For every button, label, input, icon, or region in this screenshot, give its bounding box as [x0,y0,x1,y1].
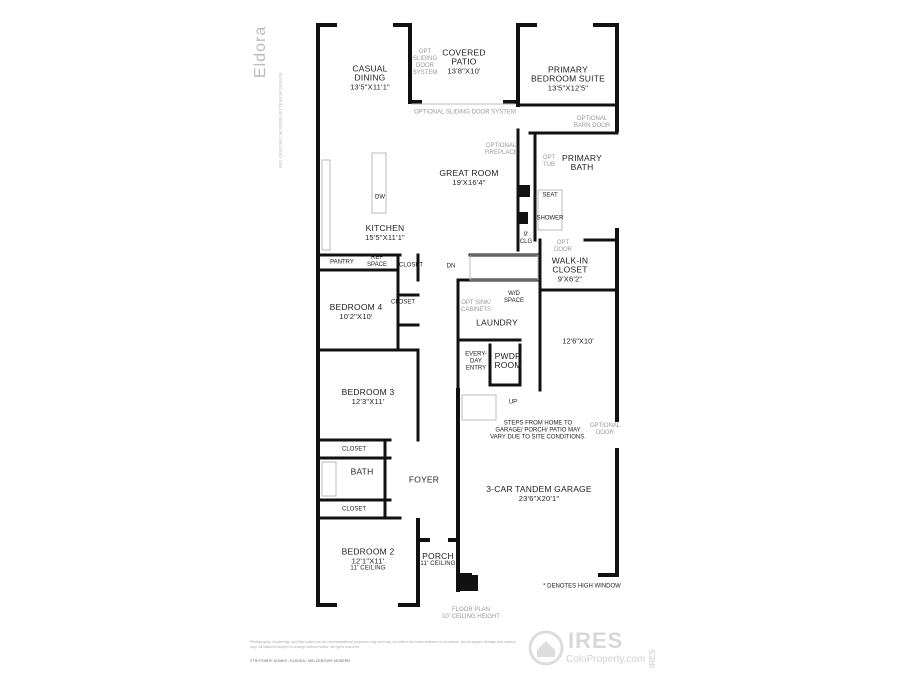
label-pantry: PANTRY [330,259,354,266]
label-down: DN [446,263,456,270]
label-closet: CLOSET [341,506,367,513]
note-high-window: * DENOTES HIGH WINDOW [543,583,621,590]
kitchen-island [371,152,387,214]
label-up: UP [508,399,518,406]
watermark-side: IRES [648,649,657,668]
label-wd-space: W/D SPACE [504,291,524,304]
note-opt-door: OPT DOOR [554,240,572,253]
column [458,575,478,591]
label-closet: CLOSET [390,299,416,306]
copyright: ©TRI POINTE HOMES - ELDORA - MID-CENTURY… [250,659,350,663]
room-primary-bath: PRIMARY BATH [562,153,602,172]
stairs [469,254,539,281]
note-optional-door: OPTIONAL DOOR [589,423,621,436]
label-ref-space: REF SPACE [367,255,387,268]
kitchen-counter [321,159,331,251]
note-steps: STEPS FROM HOME TO GARAGE/ PORCH/ PATIO … [490,420,586,441]
column [518,212,528,224]
note-opt-sink: OPT SINK/ CABINETS [460,300,492,313]
label-closet: CLOSET [341,446,367,453]
bathtub [321,461,337,497]
watermark-logo: IRES ColoProperty.com [528,628,668,670]
room-laundry: LAUNDRY [476,317,518,328]
note-fireplace: OPTIONAL FIREPLACE [484,143,518,156]
column [518,185,530,197]
shower [537,189,563,231]
note-opt-tub: OPT TUB [542,155,556,168]
disclaimer: Photographs, renderings, and floor plans… [250,640,516,649]
room-bath: BATH [350,466,374,477]
label-dishwasher: DW [375,194,385,201]
garage-steps [461,394,497,421]
label-closet: CLOSET [398,262,424,269]
garage-extension-dim: 12'6"X10' [562,336,594,346]
note-optional-sliding: OPTIONAL SLIDING DOOR SYSTEM [414,109,516,116]
label-ceiling-9: 9' CLG [519,232,533,245]
house-logo-icon [528,630,564,666]
label-seat: SEAT [542,192,558,199]
note-opt-sliding: OPT SLIDING DOOR SYSTEM [412,49,438,76]
room-powder-room: PWDR ROOM [494,351,522,370]
room-foyer: FOYER [408,474,440,485]
label-shower: SHOWER [536,215,564,222]
label-everyday-entry: EVERY- DAY ENTRY [465,351,487,372]
note-barn-door: OPTIONAL BARN DOOR [573,116,611,129]
